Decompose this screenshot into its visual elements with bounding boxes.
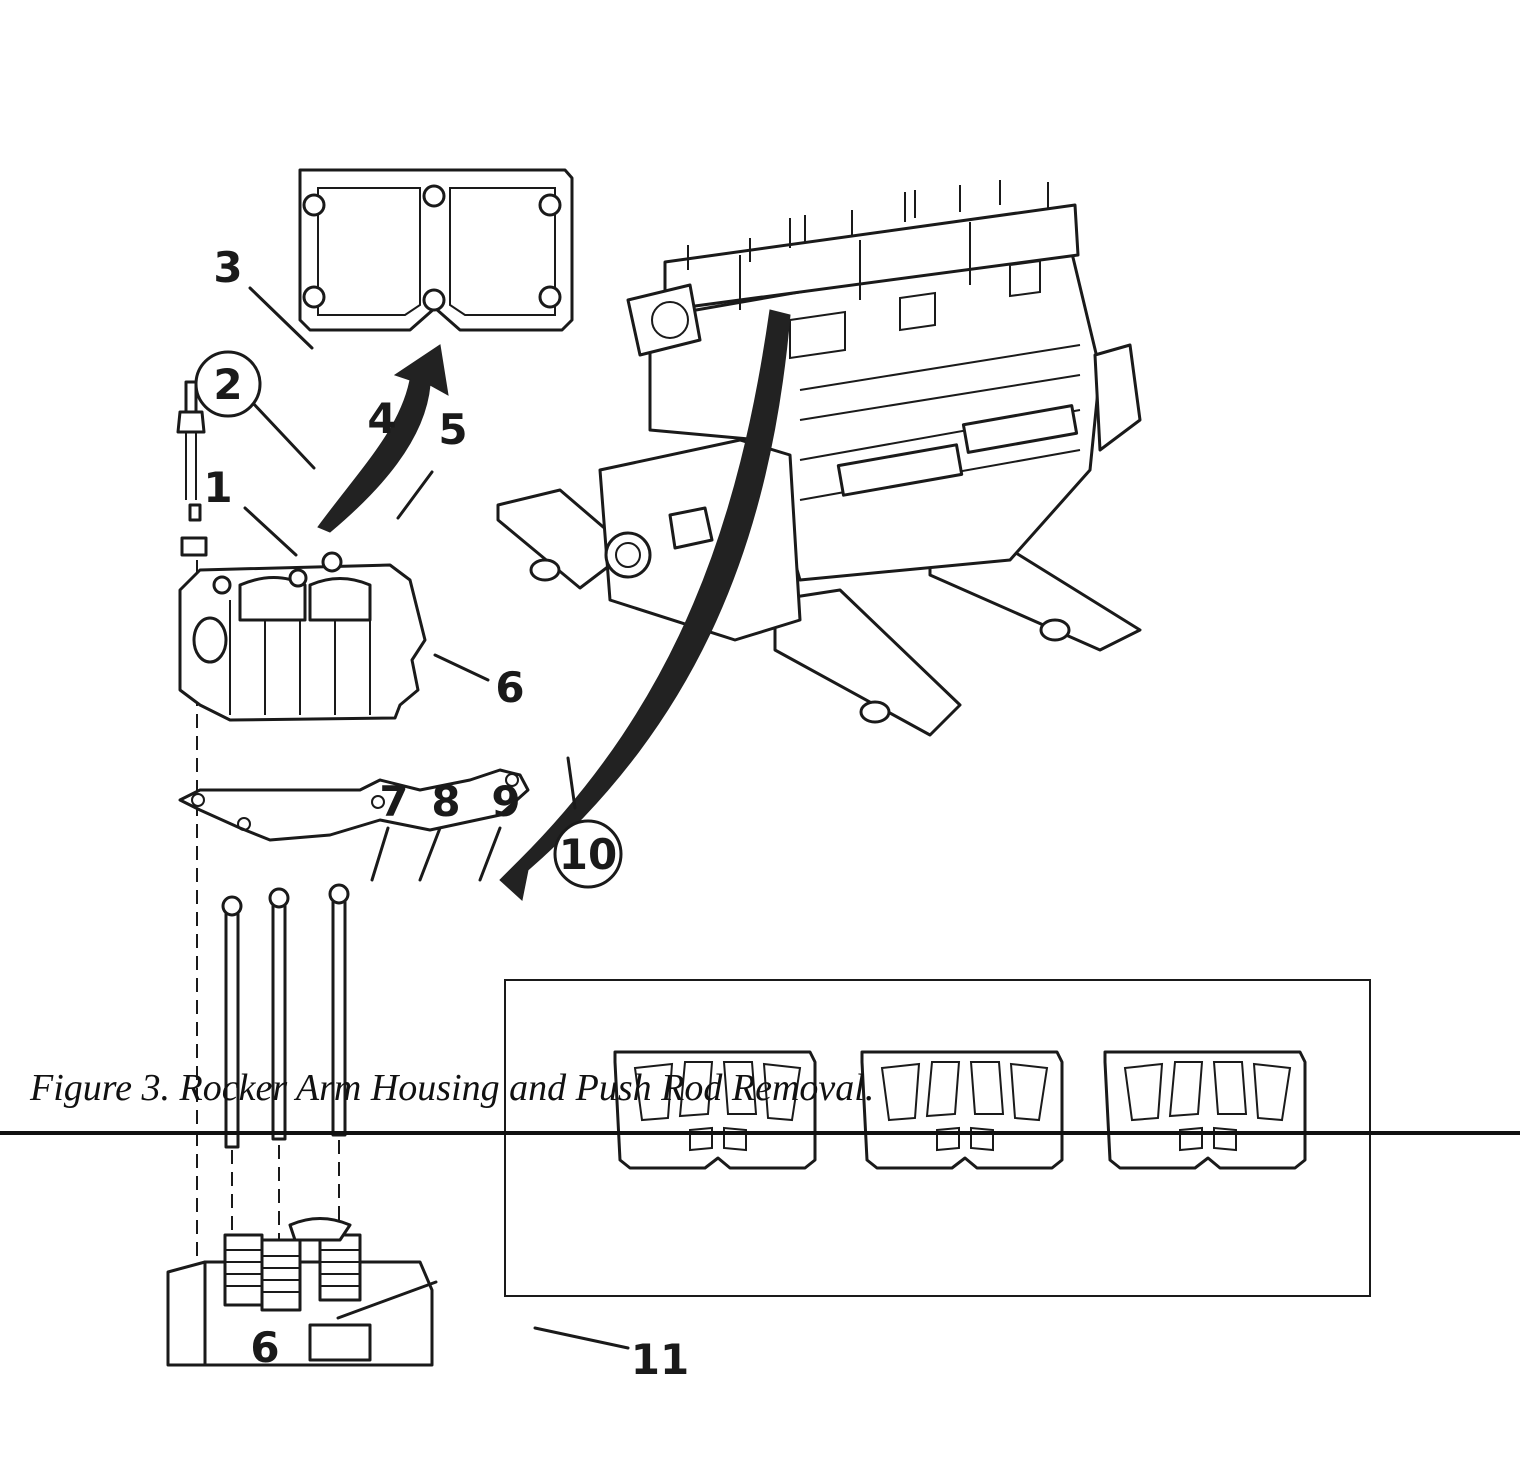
bolt-part-2 bbox=[176, 380, 208, 1360]
callout-2: 2 bbox=[213, 360, 242, 409]
callout-10-circle bbox=[553, 819, 623, 889]
callout-5: 5 bbox=[438, 405, 467, 454]
callout-10: 10 bbox=[559, 830, 617, 879]
callout-3: 3 bbox=[213, 243, 242, 292]
callout-11: 11 bbox=[631, 1335, 689, 1384]
callout-7: 7 bbox=[379, 777, 408, 826]
motion-arrows bbox=[317, 309, 791, 901]
cylinder-head-lower bbox=[166, 1217, 434, 1367]
inset-gasket-3 bbox=[1103, 1050, 1307, 1170]
callout-labels: 3 2 1 4 5 6 7 8 9 10 6 11 bbox=[194, 243, 689, 1384]
rocker-arm-housing-part-6 bbox=[178, 551, 427, 722]
callout-6-lower: 6 bbox=[250, 1323, 279, 1372]
bottom-rule bbox=[0, 1131, 1520, 1135]
callout-1: 1 bbox=[203, 463, 232, 512]
rocker-cover-gasket-part-3 bbox=[298, 168, 574, 332]
figure-caption: Figure 3. Rocker Arm Housing and Push Ro… bbox=[30, 1067, 875, 1109]
callout-4: 4 bbox=[367, 394, 396, 443]
engine-block bbox=[496, 180, 1142, 737]
push-rods bbox=[221, 883, 350, 1240]
inset-gasket-panel bbox=[504, 979, 1371, 1297]
callout-9: 9 bbox=[491, 777, 520, 826]
callout-2-circle bbox=[194, 350, 262, 418]
callout-8: 8 bbox=[431, 777, 460, 826]
housing-gasket bbox=[178, 768, 530, 842]
inset-gasket-2 bbox=[860, 1050, 1064, 1170]
leader-lines bbox=[243, 286, 630, 1350]
callout-6-upper: 6 bbox=[495, 663, 524, 712]
inset-gasket-1 bbox=[613, 1050, 817, 1170]
